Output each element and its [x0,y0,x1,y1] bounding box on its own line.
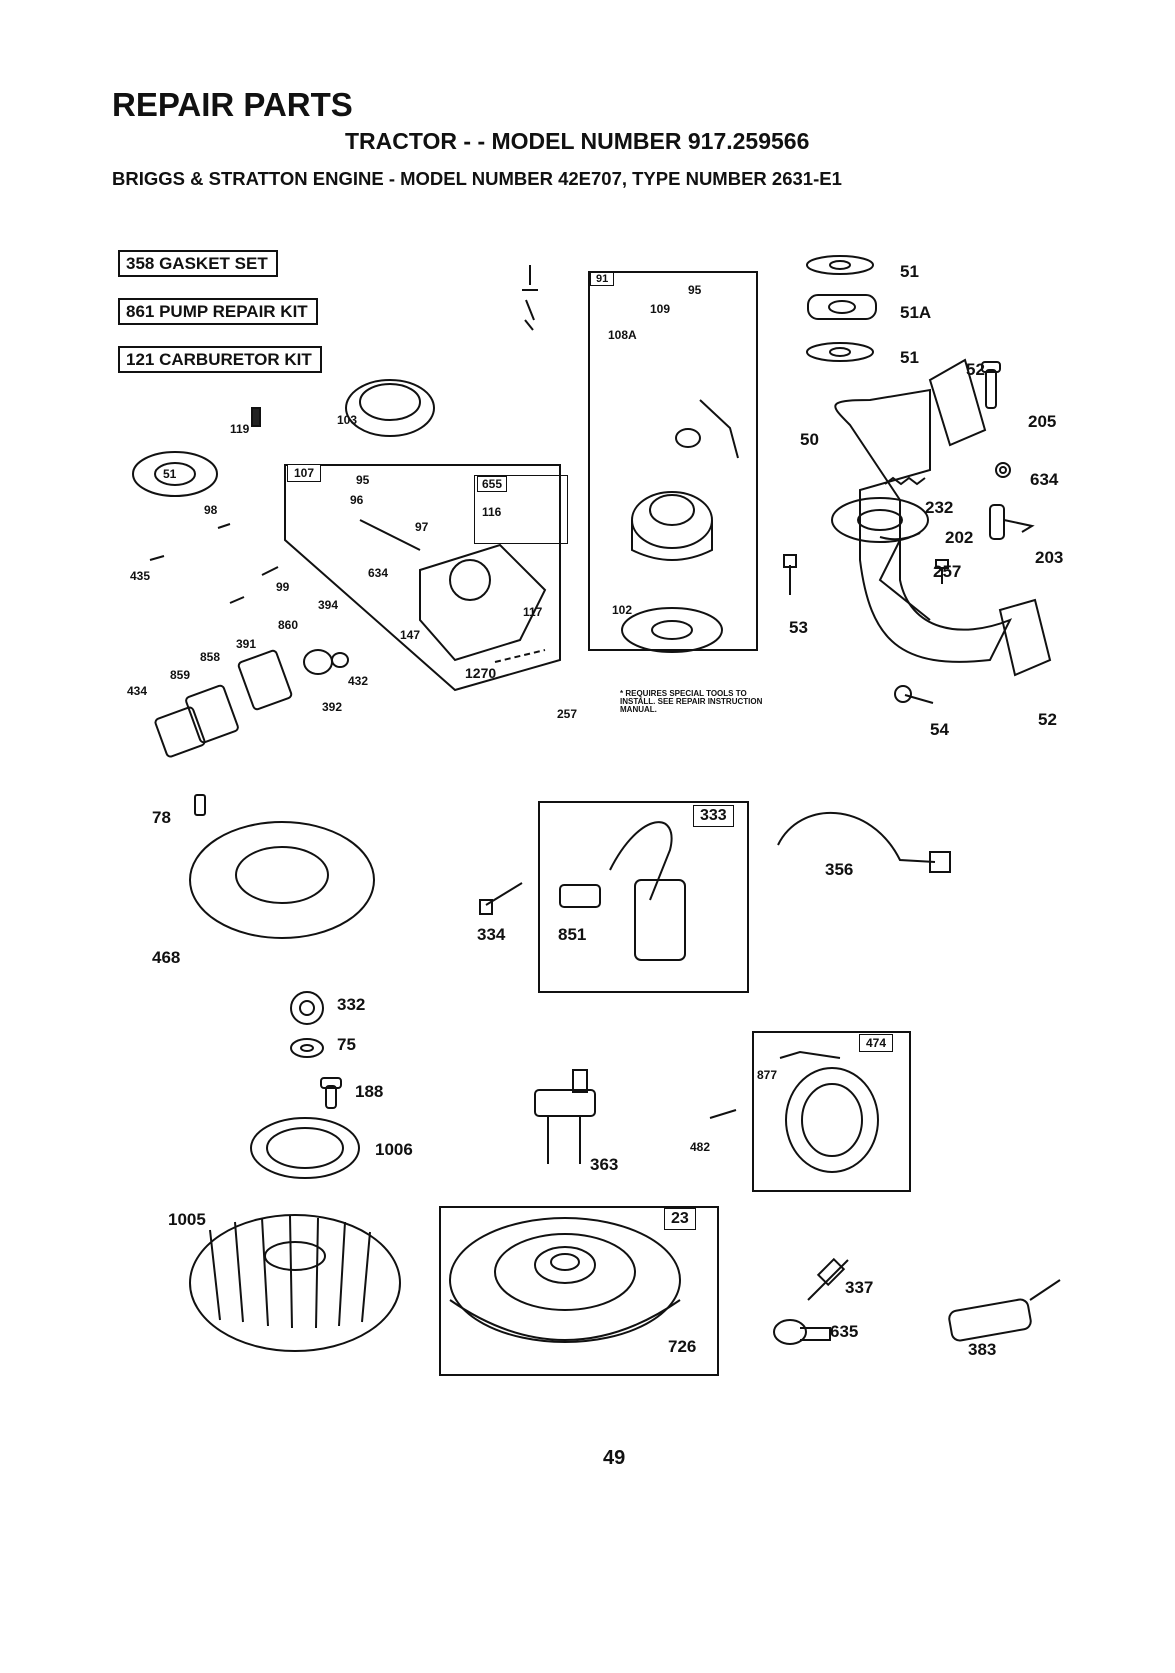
part-label: 434 [127,684,148,698]
ground-wire-terminal-drawing [929,851,951,873]
callout-333: 333 [693,805,734,827]
part-label: 205 [1028,412,1057,431]
part-label: 432 [348,674,369,688]
engine-model-heading: BRIGGS & STRATTON ENGINE - MODEL NUMBER … [112,168,842,189]
part-label: 119 [230,422,250,436]
part-label: 53 [789,618,808,637]
spark-plug-boot-drawing [773,1319,831,1345]
page-number: 49 [603,1447,626,1469]
part-label: 435 [130,569,151,583]
part-label: 51 [900,348,919,367]
blower-housing-plate-drawing [189,794,375,939]
intake-manifold-drawing [831,358,1052,677]
page-title: REPAIR PARTS [112,86,353,123]
part-label: 51 [900,262,919,281]
part-label: 78 [152,808,171,827]
part-label: 257 [933,562,962,581]
alternator-box-drawing [752,1031,911,1192]
part-label: 257 [557,707,578,721]
part-label: 50 [800,430,819,449]
flywheel-box-drawing [439,1206,719,1376]
bracket-drawing [534,1069,596,1164]
callout-474: 474 [859,1034,894,1052]
part-label: 634 [1030,470,1059,489]
part-label: 634 [368,566,389,580]
part-label: 635 [830,1322,859,1341]
hardware-stack-drawing [290,991,342,1109]
part-label: 96 [350,493,364,507]
part-label: 109 [650,302,671,316]
part-label: 859 [170,668,191,682]
carburetor-drawing [132,265,561,758]
part-label: 356 [825,860,854,879]
part-label: 232 [925,498,954,517]
part-label: 858 [200,650,221,664]
kit-carburetor: 121 CARBURETOR KIT [118,346,322,373]
part-label: 147 [400,628,421,642]
manifold-hardware-drawing [783,361,1035,704]
carburetor-subkit-box [474,475,568,544]
spark-plug-drawing [807,1257,849,1301]
part-label: 102 [612,603,633,617]
part-label: 51A [900,303,932,322]
part-label: 51 [163,467,177,481]
kit-pump-repair: 861 PUMP REPAIR KIT [118,298,318,325]
part-label: 851 [558,925,587,944]
part-label: 54 [930,720,949,739]
special-tools-note: * REQUIRES SPECIAL TOOLS TO INSTALL. SEE… [620,689,763,714]
intake-gasket-drawing [806,255,877,362]
part-label: 75 [337,1035,356,1054]
callout-91: 91 [590,272,615,286]
part-label: 394 [318,598,339,612]
callout-107: 107 [287,464,322,482]
part-label: 116 [482,505,502,519]
ground-wire-drawing [777,812,936,863]
fuel-pump-box-drawing [588,271,758,653]
part-label: 392 [322,700,343,714]
rotating-screen-drawing [250,1117,360,1179]
part-label: 103 [337,413,358,427]
part-label: 203 [1035,548,1064,567]
part-label: 482 [690,1140,711,1154]
part-label: 52 [1038,710,1057,729]
part-label: 1005 [168,1210,206,1229]
part-label: 334 [477,925,506,944]
tractor-model-heading: TRACTOR - - MODEL NUMBER 917.259566 [345,128,810,154]
part-label: 95 [688,283,702,297]
part-label: 363 [590,1155,619,1174]
part-label: 332 [337,995,366,1014]
spark-tester-drawing [948,1279,1061,1342]
flywheel-fan-drawing [189,1214,401,1352]
part-label: 98 [204,503,218,517]
part-label: 95 [356,473,370,487]
part-label: 337 [845,1278,874,1297]
bolt-334-head-drawing [479,899,493,915]
part-label: 52 [966,360,985,379]
kit-gasket-set: 358 GASKET SET [118,250,278,277]
callout-655: 655 [477,476,508,492]
part-label: 383 [968,1340,997,1359]
part-label: 1270 [465,665,497,681]
part-label: 188 [355,1082,384,1101]
screw-482-drawing [709,1109,737,1119]
part-label: 117 [523,605,543,619]
part-label: 1006 [375,1140,413,1159]
part-label: 860 [278,618,299,632]
part-label: 202 [945,528,974,547]
part-label: 877 [757,1068,778,1082]
part-label: 726 [668,1337,697,1356]
part-label: 391 [236,637,257,651]
part-label: 468 [152,948,181,967]
ignition-box-drawing [538,801,749,993]
part-label: 108A [608,328,637,342]
part-label: 99 [276,580,290,594]
part-label: 97 [415,520,429,534]
callout-23: 23 [664,1208,696,1230]
